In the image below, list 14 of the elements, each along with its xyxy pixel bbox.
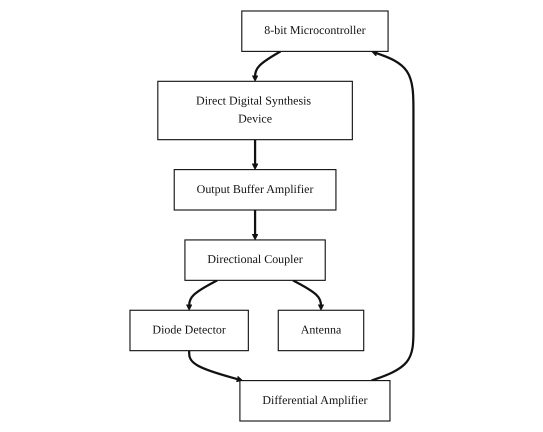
node-box: Differential Amplifier — [239, 380, 390, 422]
arrow — [252, 50, 281, 82]
node-box: Directional Coupler — [184, 239, 326, 281]
arrow — [252, 210, 258, 240]
arrow — [252, 140, 258, 170]
arrow — [186, 279, 218, 311]
arrow — [292, 279, 324, 311]
node-box: Diode Detector — [129, 310, 249, 352]
node-box: Direct Digital Synthesis Device — [157, 80, 353, 140]
node-box: Antenna — [278, 310, 364, 352]
arrow — [188, 350, 243, 382]
node-box: Output Buffer Amplifier — [173, 169, 336, 211]
arrow — [370, 50, 414, 382]
node-box: 8-bit Microcontroller — [241, 10, 388, 52]
